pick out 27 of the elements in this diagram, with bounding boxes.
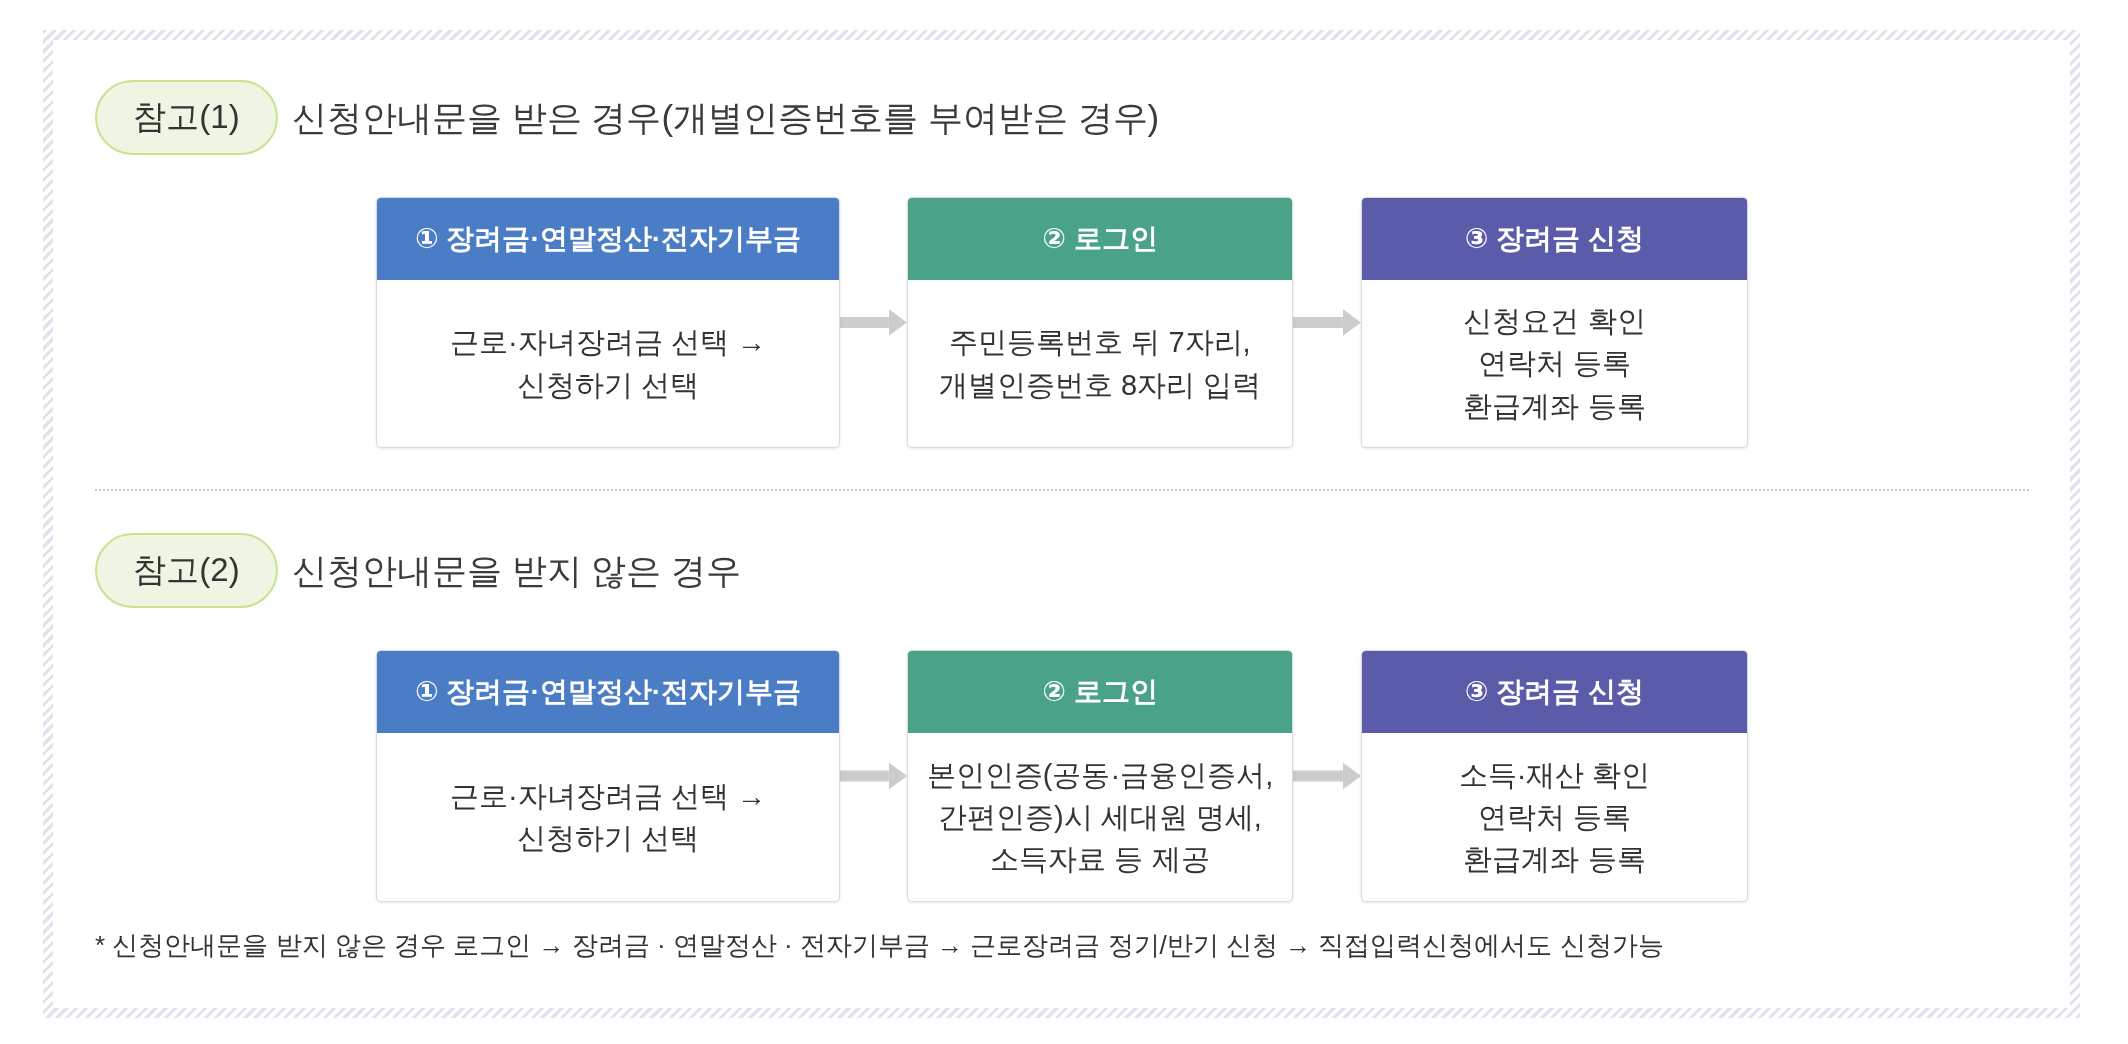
- step-header: ③ 장려금 신청: [1362, 198, 1747, 280]
- arrow: [840, 309, 907, 336]
- footnote: * 신청안내문을 받지 않은 경우 로그인 → 장려금 · 연말정산 · 전자기부금 → 근로장려금 정기/반기 신청 → 직접입력신청에서도 신청가능: [95, 929, 1664, 962]
- step-description: 근로·자녀장려금 선택 → 신청하기 선택: [450, 325, 766, 403]
- step-description: 소득·재산 확인 연락처 등록 환급계좌 등록: [1458, 757, 1651, 877]
- step-header: ② 로그인: [908, 198, 1292, 280]
- step-card: [907, 197, 1293, 448]
- step-description: 주민등록번호 뒤 7자리, 개별인증번호 8자리 입력: [938, 325, 1262, 403]
- section-heading: 신청안내문을 받은 경우(개별인증번호를 부여받은 경우): [292, 96, 1160, 139]
- reference-badge: 참고(1): [95, 80, 278, 155]
- step-card: [1361, 197, 1748, 448]
- section-heading: 신청안내문을 받지 않은 경우: [292, 549, 742, 592]
- step-description: 본인인증(공동·금융인증서, 간편인증)시 세대원 명세, 소득자료 등 제공: [926, 757, 1274, 877]
- step-card: [1361, 650, 1748, 902]
- arrow: [1293, 762, 1361, 790]
- step-card: [376, 197, 840, 448]
- step-header: ① 장려금·연말정산·전자기부금: [377, 198, 839, 280]
- step-header: ② 로그인: [908, 651, 1292, 733]
- step-description: 근로·자녀장려금 선택 → 신청하기 선택: [450, 778, 766, 856]
- reference-badge: 참고(2): [95, 533, 278, 608]
- arrow: [840, 762, 907, 790]
- arrow: [1293, 309, 1361, 336]
- step-header: ③ 장려금 신청: [1362, 651, 1747, 733]
- step-description: 신청요건 확인 연락처 등록 환급계좌 등록: [1463, 304, 1646, 424]
- step-header: ① 장려금·연말정산·전자기부금: [377, 651, 839, 733]
- step-card: [376, 650, 840, 902]
- step-card: [907, 650, 1293, 902]
